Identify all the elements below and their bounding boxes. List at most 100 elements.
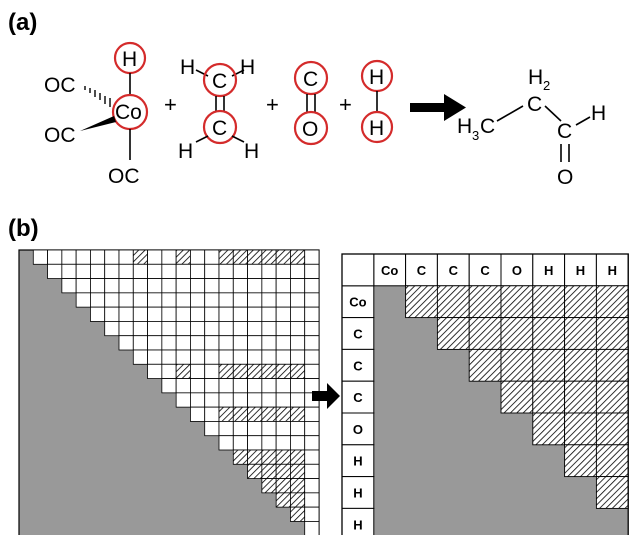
empty-cell <box>190 292 206 308</box>
empty-cell <box>304 478 320 494</box>
bond-cell <box>564 317 597 350</box>
carbonyl-ligand-3: OC <box>108 165 140 188</box>
right-matrix-border <box>341 253 629 535</box>
empty-cell <box>90 278 106 294</box>
empty-cell <box>232 435 248 451</box>
empty-cell <box>275 278 291 294</box>
empty-cell <box>218 335 234 351</box>
empty-cell <box>175 335 191 351</box>
bond-cell <box>232 249 248 265</box>
bond-cell <box>595 412 629 446</box>
empty-cell <box>275 392 291 408</box>
bond-cell <box>261 463 277 479</box>
bond-cell <box>218 363 234 379</box>
empty-cell <box>275 292 291 308</box>
empty-cell <box>290 292 306 308</box>
header-cell <box>341 348 375 382</box>
matrix-reduction-arrow <box>312 383 340 409</box>
ethylene-ch-bond-4 <box>231 135 245 143</box>
empty-cell <box>261 321 277 337</box>
empty-cell <box>104 263 120 279</box>
empty-cell <box>261 292 277 308</box>
empty-cell <box>161 349 177 365</box>
empty-cell <box>147 363 163 379</box>
empty-cell <box>247 263 263 279</box>
empty-cell <box>261 392 277 408</box>
empty-cell <box>247 421 263 437</box>
empty-cell <box>304 263 320 279</box>
ethylene-molecule: H H C C H H <box>178 56 259 163</box>
empty-cell <box>232 335 248 351</box>
empty-cell <box>261 349 277 365</box>
bond-cell <box>247 406 263 422</box>
empty-cell <box>175 306 191 322</box>
empty-cell <box>304 306 320 322</box>
bond-cell <box>218 406 234 422</box>
empty-cell <box>190 335 206 351</box>
methyl-h: H <box>457 115 472 138</box>
bond-cell <box>232 363 248 379</box>
empty-cell <box>161 378 177 394</box>
hydrogen-molecule: H H <box>360 59 394 144</box>
empty-cell <box>161 292 177 308</box>
empty-cell <box>275 263 291 279</box>
hydroformylation-reaction: H Co OC OC OC + H H <box>44 41 606 189</box>
empty-cell <box>232 378 248 394</box>
aldehyde-oxygen: O <box>557 166 573 189</box>
empty-cell <box>47 263 63 279</box>
bond-cell <box>275 492 291 508</box>
bond-cell <box>500 380 534 414</box>
empty-cell <box>147 306 163 322</box>
bond-cell <box>275 478 291 494</box>
solid-wedge-bond <box>80 116 116 131</box>
bond-cell <box>290 249 306 265</box>
bond-cell <box>275 406 291 422</box>
h2-atom-1: H <box>369 66 384 89</box>
bond-cell <box>595 285 629 319</box>
empty-cell <box>232 306 248 322</box>
empty-cell <box>304 506 320 522</box>
column-header-label: Co <box>381 263 398 278</box>
empty-cell <box>147 263 163 279</box>
bond-cell <box>275 463 291 479</box>
row-header-label: H <box>353 517 362 532</box>
empty-cell <box>304 463 320 479</box>
panel-b-label: (b) <box>8 215 39 242</box>
bond-cell <box>290 363 306 379</box>
empty-cell <box>204 278 220 294</box>
empty-cell <box>304 449 320 465</box>
empty-cell <box>190 263 206 279</box>
empty-cell <box>161 278 177 294</box>
row-header-label: Co <box>349 295 366 310</box>
ethylene-ch-bond-2 <box>231 69 245 77</box>
empty-cell <box>132 321 148 337</box>
empty-cell <box>204 363 220 379</box>
bond-cell <box>261 363 277 379</box>
empty-cell <box>132 263 148 279</box>
bond-cell <box>290 478 306 494</box>
full-adjacency-matrix <box>18 249 320 535</box>
empty-cell <box>175 349 191 365</box>
empty-cell <box>47 249 63 265</box>
bond-cell <box>261 449 277 465</box>
empty-cell <box>161 363 177 379</box>
empty-cell <box>190 406 206 422</box>
empty-cell <box>147 249 163 265</box>
empty-cell <box>247 306 263 322</box>
bond-cell <box>275 363 291 379</box>
bond-cell <box>290 406 306 422</box>
co-carbon-highlight-circle <box>293 60 329 96</box>
empty-cell <box>261 378 277 394</box>
empty-cell <box>161 335 177 351</box>
empty-cell <box>190 278 206 294</box>
bond-cell <box>595 444 629 478</box>
empty-cell <box>175 278 191 294</box>
empty-cell <box>275 421 291 437</box>
empty-cell <box>218 292 234 308</box>
bond-cell <box>564 380 597 414</box>
bond-cell <box>595 317 629 350</box>
bond-cell <box>564 285 597 319</box>
bond-cell <box>532 285 566 319</box>
empty-cell <box>175 263 191 279</box>
empty-cell <box>118 249 134 265</box>
